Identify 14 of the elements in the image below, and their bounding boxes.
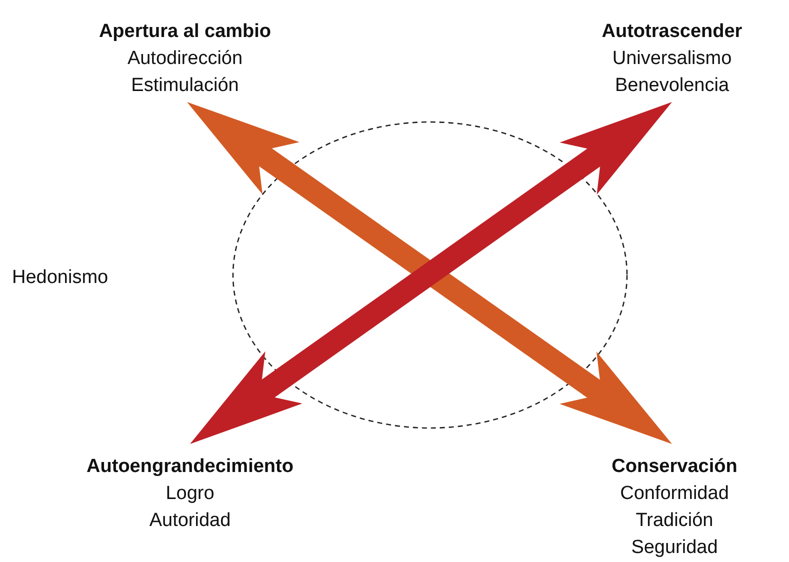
heading: Apertura al cambio (98, 20, 272, 44)
value-text: Autodirección (126, 47, 244, 71)
value-text: Logro (164, 482, 216, 506)
value-text: Conformidad (619, 482, 730, 506)
value-text: Tradición (634, 509, 714, 533)
value-text: Universalismo (611, 47, 733, 71)
heading: Autotrascender (600, 20, 744, 44)
value-text: Seguridad (630, 536, 719, 560)
heading: Autoengrandecimiento (86, 455, 294, 479)
heading: Conservación (610, 455, 738, 479)
value-label: Hedonismo (12, 266, 108, 290)
value-text: Autoridad (148, 509, 232, 533)
value-text: Benevolencia (614, 74, 730, 98)
value-text: Estimulación (130, 74, 240, 98)
